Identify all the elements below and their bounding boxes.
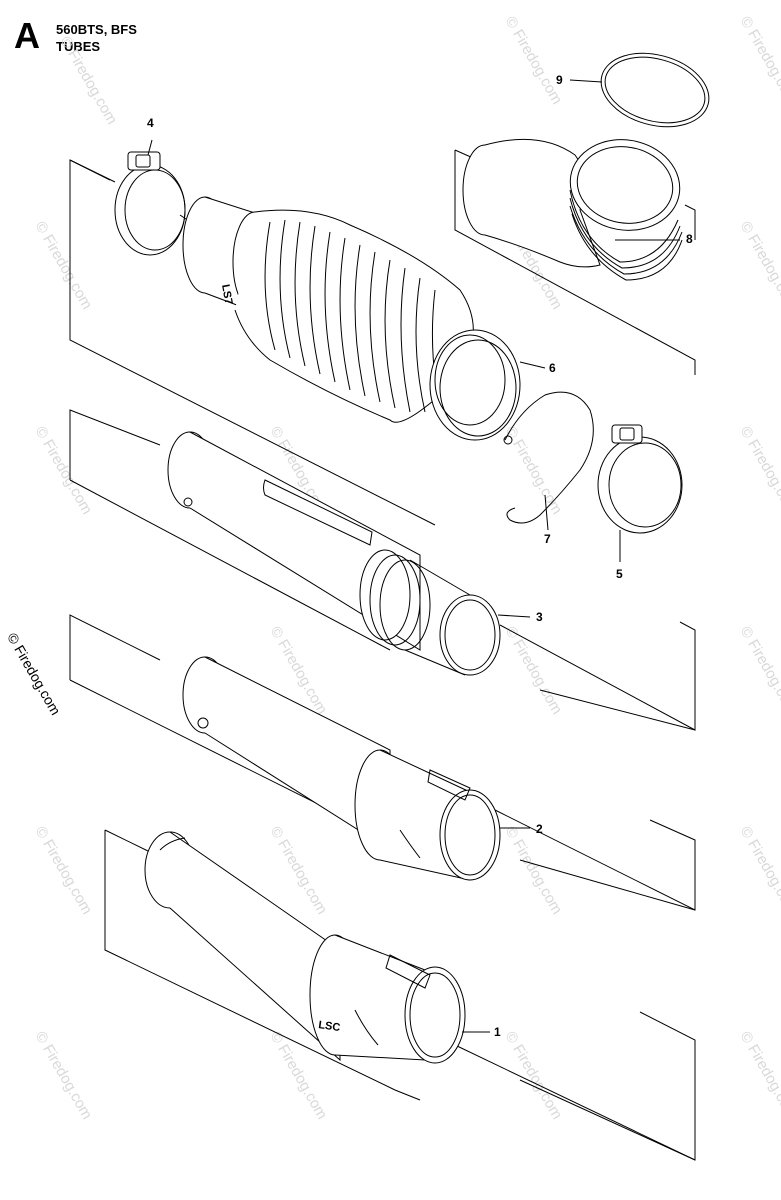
bellows-hose bbox=[182, 196, 546, 441]
wire-clip bbox=[503, 391, 594, 531]
watermark: © Firedog.com bbox=[32, 219, 96, 313]
watermark: © Firedog.com bbox=[267, 824, 331, 918]
model-label: 560BTS, BFS bbox=[56, 22, 137, 37]
callout-8: 8 bbox=[686, 232, 693, 246]
callout-2: 2 bbox=[536, 822, 543, 836]
watermark: © Firedog.com bbox=[737, 14, 781, 108]
watermark: © Firedog.com bbox=[57, 34, 121, 128]
watermark: © Firedog.com bbox=[32, 1029, 96, 1123]
watermark: © Firedog.com bbox=[502, 624, 566, 718]
watermark: © Firedog.com bbox=[32, 424, 96, 518]
callout-9: 9 bbox=[556, 73, 563, 87]
section-letter: A bbox=[14, 15, 40, 56]
callout-1: 1 bbox=[494, 1025, 501, 1039]
extension-tube bbox=[182, 656, 530, 881]
elbow-tube bbox=[462, 138, 683, 281]
watermark: © Firedog.com bbox=[737, 219, 781, 313]
diagram-title: TUBES bbox=[56, 39, 101, 54]
bellows-marking: LS7 bbox=[219, 283, 234, 305]
nozzle-marking: LSC bbox=[318, 1019, 342, 1034]
watermark: © Firedog.com bbox=[502, 1029, 566, 1123]
hose-clamp-right bbox=[597, 424, 683, 562]
nozzle-tube bbox=[144, 831, 490, 1064]
callout-labels: 9 4 8 6 7 5 3 2 1 bbox=[147, 73, 693, 1039]
o-ring bbox=[569, 52, 710, 128]
callout-3: 3 bbox=[536, 610, 543, 624]
blower-tube-main bbox=[167, 431, 531, 676]
watermark: © Firedog.com bbox=[737, 624, 781, 718]
callout-7: 7 bbox=[544, 532, 551, 546]
watermark: © Firedog.com bbox=[737, 1029, 781, 1123]
assembly-plane-1 bbox=[104, 829, 696, 1161]
watermark: © Firedog.com bbox=[737, 824, 781, 918]
assembly-plane-3 bbox=[69, 409, 696, 731]
watermark: © Firedog.com bbox=[737, 424, 781, 518]
callout-5: 5 bbox=[616, 567, 623, 581]
watermark: © Firedog.com bbox=[502, 14, 566, 108]
callout-6: 6 bbox=[549, 361, 556, 375]
watermark: © Firedog.com bbox=[32, 824, 96, 918]
callout-4: 4 bbox=[147, 116, 154, 130]
